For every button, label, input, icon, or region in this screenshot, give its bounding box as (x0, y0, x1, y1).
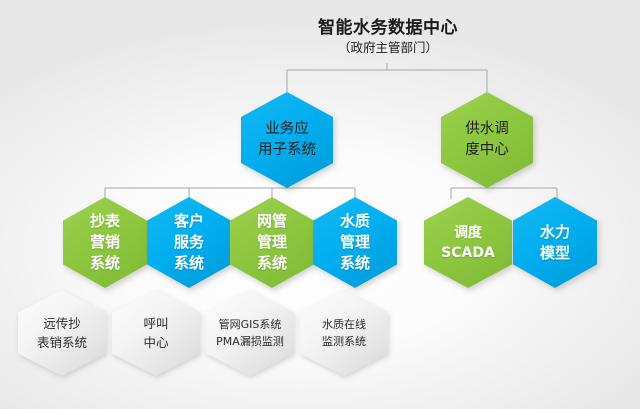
node-pipe-network-management-system[interactable]: 网管 管理 系统 (230, 197, 314, 288)
node-water-supply-dispatch-center[interactable]: 供水调 度中心 (441, 92, 533, 188)
node-dispatch-scada[interactable]: 调度 SCADA (424, 197, 512, 288)
node-label: 呼叫 中心 (143, 316, 169, 350)
node-label: 供水调 度中心 (465, 121, 509, 158)
node-business-application-subsystem[interactable]: 业务应 用子系统 (241, 92, 333, 188)
node-label: 水质 管理 系统 (339, 212, 370, 272)
node-label: 网管 管理 系统 (256, 212, 287, 272)
node-water-quality-management-system[interactable]: 水质 管理 系统 (313, 197, 397, 288)
node-label: 调度 SCADA (441, 224, 495, 261)
node-label: 业务应 用子系统 (258, 121, 316, 158)
node-hydraulic-model[interactable]: 水力 模型 (513, 197, 597, 288)
node-remote-meter-reading-sales-system[interactable]: 远传抄 表销系统 (18, 290, 106, 376)
node-label: 管网GIS系统 PMA漏损监测 (216, 318, 284, 348)
node-label: 抄表 营销 系统 (89, 212, 120, 272)
node-customer-service-system[interactable]: 客户 服务 系统 (147, 197, 231, 288)
node-pipe-gis-pma-leak-monitoring[interactable]: 管网GIS系统 PMA漏损监测 (206, 290, 294, 376)
node-label: 远传抄 表销系统 (36, 316, 87, 350)
node-call-center[interactable]: 呼叫 中心 (112, 290, 200, 376)
node-label: 水力 模型 (539, 222, 570, 262)
node-label: 客户 服务 系统 (173, 212, 204, 272)
node-water-quality-online-monitoring-system[interactable]: 水质在线 监测系统 (300, 290, 388, 376)
node-label: 水质在线 监测系统 (322, 318, 366, 348)
node-meter-reading-marketing-system[interactable]: 抄表 营销 系统 (63, 197, 147, 288)
